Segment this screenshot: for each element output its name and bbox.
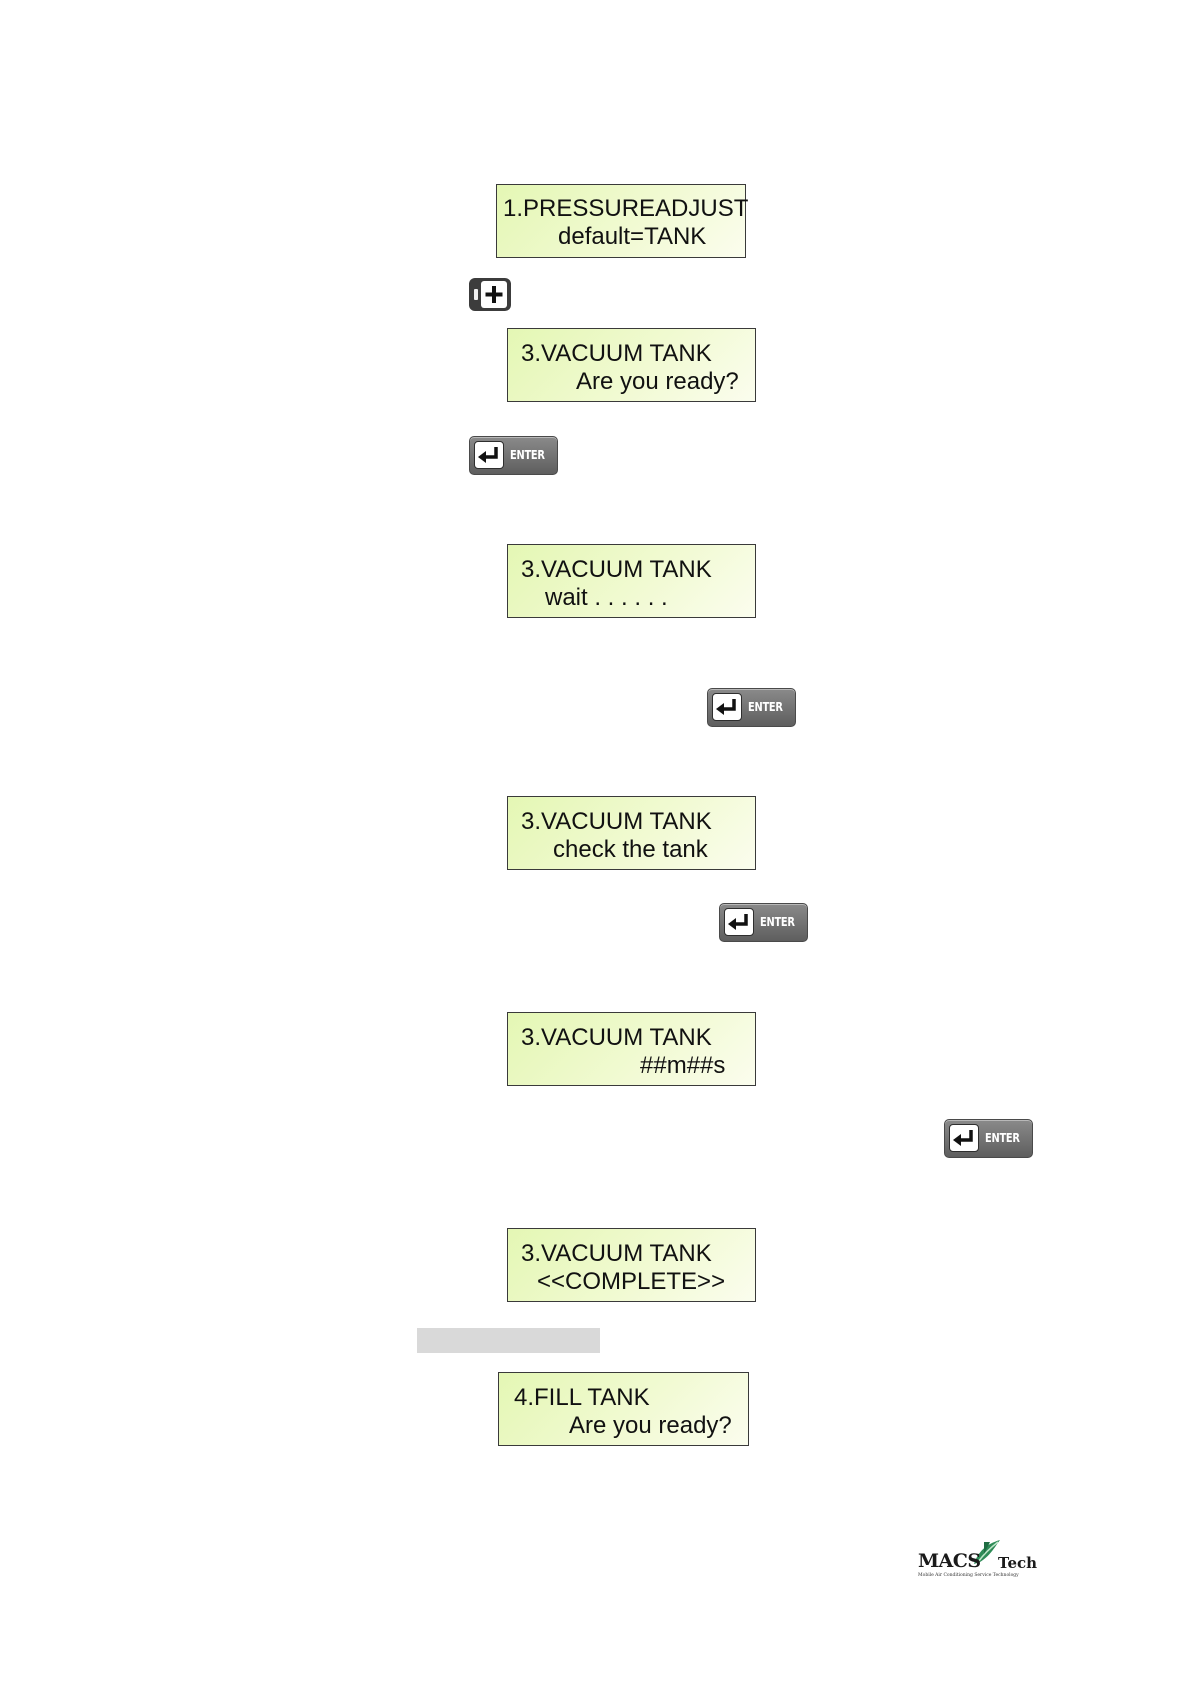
- logo-suffix: Tech: [998, 1554, 1037, 1572]
- enter-arrow-icon: [724, 908, 754, 936]
- plus-key[interactable]: [469, 278, 511, 311]
- plus-icon: [481, 281, 507, 308]
- enter-key[interactable]: ENTER: [719, 903, 808, 942]
- enter-key[interactable]: ENTER: [944, 1119, 1033, 1158]
- lcd-line-1: 3.VACUUM TANK: [521, 1026, 712, 1050]
- logo-brand: MACS: [918, 1550, 981, 1572]
- lcd-line-2: default=TANK: [558, 225, 706, 249]
- lcd-line-2: ##m##s: [640, 1054, 725, 1078]
- lcd-screen-vacuum-ready: 3.VACUUM TANK Are you ready?: [507, 328, 756, 402]
- lcd-screen-vacuum-wait: 3.VACUUM TANK wait . . . . . .: [507, 544, 756, 618]
- lcd-line-1: 4.FILL TANK: [514, 1386, 650, 1410]
- lcd-screen-pressure-adjust: 1.PRESSUREADJUST default=TANK: [496, 184, 746, 258]
- enter-arrow-icon: [474, 441, 504, 469]
- lcd-line-2: check the tank: [553, 838, 708, 862]
- lcd-screen-fill-tank: 4.FILL TANK Are you ready?: [498, 1372, 749, 1446]
- enter-key-label: ENTER: [985, 1131, 1020, 1145]
- highlight-bar: [417, 1328, 600, 1353]
- lcd-screen-vacuum-timer: 3.VACUUM TANK ##m##s: [507, 1012, 756, 1086]
- lcd-line-1: 3.VACUUM TANK: [521, 810, 712, 834]
- lcd-line-2: wait . . . . . .: [545, 586, 668, 610]
- enter-key[interactable]: ENTER: [707, 688, 796, 727]
- macs-tech-logo: MACS Tech Mobile Air Conditioning Servic…: [918, 1538, 1036, 1582]
- lcd-screen-check-tank: 3.VACUUM TANK check the tank: [507, 796, 756, 870]
- lcd-line-2: Are you ready?: [569, 1414, 732, 1438]
- lcd-line-1: 3.VACUUM TANK: [521, 342, 712, 366]
- enter-key-label: ENTER: [748, 700, 783, 714]
- enter-arrow-icon: [949, 1124, 979, 1152]
- lcd-line-1: 3.VACUUM TANK: [521, 558, 712, 582]
- lcd-line-2: Are you ready?: [576, 370, 739, 394]
- lcd-screen-vacuum-complete: 3.VACUUM TANK <<COMPLETE>>: [507, 1228, 756, 1302]
- logo-tagline: Mobile Air Conditioning Service Technolo…: [918, 1573, 1036, 1578]
- enter-key-label: ENTER: [760, 915, 795, 929]
- enter-key[interactable]: ENTER: [469, 436, 558, 475]
- enter-key-label: ENTER: [510, 448, 545, 462]
- enter-arrow-icon: [712, 693, 742, 721]
- lcd-line-2: <<COMPLETE>>: [537, 1270, 725, 1294]
- lcd-line-1: 3.VACUUM TANK: [521, 1242, 712, 1266]
- lcd-line-1: 1.PRESSUREADJUST: [503, 197, 748, 221]
